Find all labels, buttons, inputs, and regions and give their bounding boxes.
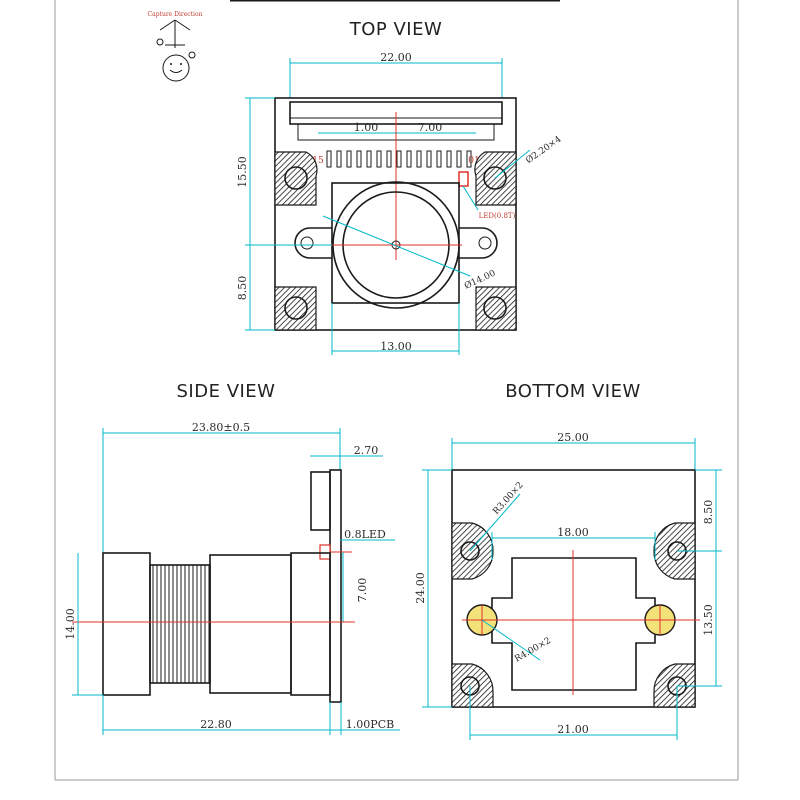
bottom-sensor-outline	[491, 557, 656, 691]
bottom-pad-br	[653, 663, 696, 708]
side-pcb	[329, 469, 342, 703]
bottom-height-dim: 24.00	[414, 572, 427, 604]
side-view: SIDE VIEW 23.80±0.5 2.70 0.8LED 7.00 14.…	[64, 381, 400, 735]
led-label: LED(0.8T)	[479, 212, 516, 220]
side-housing	[290, 552, 331, 696]
top-pad-bl	[274, 286, 317, 331]
connector-pin	[456, 150, 462, 168]
side-thread	[149, 564, 211, 684]
bottom-pad-tr	[653, 522, 696, 580]
bottom-hole-spacing-bottom-dim: 21.00	[557, 723, 589, 736]
bottom-board-outline	[451, 469, 696, 708]
top-pad-br	[475, 286, 517, 331]
top-height-upper-dim: 15.50	[236, 156, 249, 188]
capture-direction-label: Capture Direction	[148, 11, 203, 18]
side-total-length-dim: 23.80±0.5	[192, 421, 250, 434]
side-pcb-dim: 1.00PCB	[346, 718, 394, 731]
side-connector	[310, 471, 331, 531]
side-led	[319, 544, 331, 560]
top-view-width-dim: 22.00	[380, 51, 412, 64]
capture-direction-icon: Capture Direction	[148, 11, 203, 82]
side-lens-cap	[102, 552, 151, 696]
connector-pin	[366, 150, 372, 168]
connector-pin	[336, 150, 342, 168]
bottom-width-dim: 25.00	[557, 431, 589, 444]
connector-pin	[446, 150, 452, 168]
top-pin-pitch-dim: 1.00	[354, 121, 379, 134]
top-pin-offset-dim: 7.00	[418, 121, 443, 134]
side-connector-dim: 2.70	[354, 444, 379, 457]
connector-pin	[406, 150, 412, 168]
bottom-hole-spacing-top-dim: 18.00	[557, 526, 589, 539]
side-lens-length-dim: 22.80	[200, 718, 232, 731]
top-base-width-dim: 13.00	[380, 340, 412, 353]
side-height-dim: 14.00	[64, 608, 77, 640]
top-view: TOP VIEW 22.00 1.00 7.00 15 01	[236, 19, 564, 355]
connector-pin	[426, 150, 432, 168]
bottom-offset-bottom-dim: 13.50	[702, 604, 715, 636]
side-led-dim: 0.8LED	[344, 528, 386, 541]
connector-pin	[466, 150, 472, 168]
connector-pin	[376, 150, 382, 168]
connector-pin	[436, 150, 442, 168]
bottom-view-title: BOTTOM VIEW	[505, 381, 641, 402]
top-board-outline	[274, 97, 517, 331]
bottom-offset-top-dim: 8.50	[702, 500, 715, 525]
connector-pin	[326, 150, 332, 168]
connector-pin	[396, 150, 402, 168]
top-connector: 1.00 7.00 15 01	[289, 101, 503, 260]
bottom-view: BOTTOM VIEW 25.00 R3.00×2 18.00	[414, 381, 722, 740]
pin-last-label: 01	[468, 156, 479, 166]
top-height-lower-dim: 8.50	[236, 276, 249, 301]
top-pad-tr	[474, 151, 517, 206]
top-view-title: TOP VIEW	[349, 19, 443, 40]
connector-pin	[386, 150, 392, 168]
top-pad-tl	[274, 151, 318, 206]
connector-pin	[346, 150, 352, 168]
connector-pin	[416, 150, 422, 168]
bottom-pad-radius-dim: R4.00×2	[513, 636, 553, 665]
side-view-title: SIDE VIEW	[177, 381, 276, 402]
connector-pin	[356, 150, 362, 168]
side-barrel	[209, 554, 292, 694]
bottom-pad-bl	[451, 663, 494, 708]
led-marker	[458, 171, 469, 187]
bottom-corner-radius-dim: R3.00×2	[491, 480, 525, 516]
pin-first-label: 15	[312, 156, 324, 166]
side-offset-dim: 7.00	[356, 578, 369, 603]
